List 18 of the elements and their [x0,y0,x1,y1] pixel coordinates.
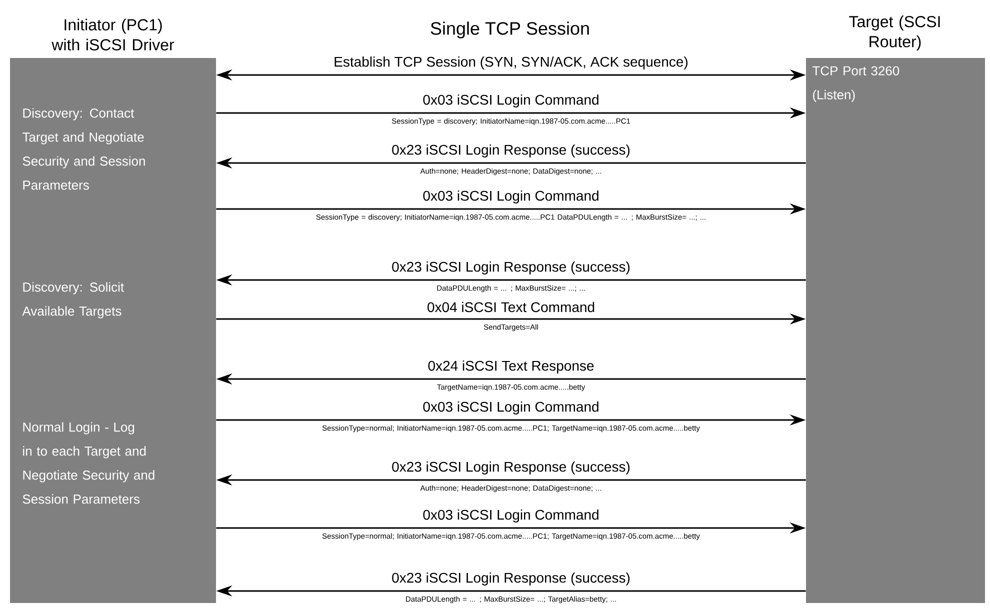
edge-label: 0x03 iSCSI Login Command [422,93,600,109]
edge-label: Establish TCP Session (SYN, SYN/ACK, ACK sequence) [332,55,690,71]
heading: Initiator (PC1) with iSCSI Driver [52,18,174,50]
edge-label: 0x24 iSCSI Text Response [426,359,596,375]
edge-label: 0x03 iSCSI Login Command [422,508,600,524]
phase-text: Discovery: Contact Target and Negotiate Security and Session Parameters [22,108,145,190]
phase-text: TCP Port 3260 (Listen) [812,66,900,102]
heading: Target (SCSI Router) [849,16,940,50]
edge-label: 0x03 iSCSI Login Command [422,189,600,205]
edge-label: 0x04 iSCSI Text Command [426,300,596,314]
edge-label: 0x23 iSCSI Login Response (success) [390,571,632,587]
phase-text: Normal Login - Log in to each Target and Negotiate Security and Session Parameters [22,422,154,504]
edge-label: 0x23 iSCSI Login Response (success) [390,143,632,159]
edge-label: 0x23 iSCSI Login Response (success) [390,260,632,276]
edge-label: 0x23 iSCSI Login Response (success) [390,460,632,476]
phase-text: Discovery: Solicit Available Targets [22,282,124,318]
diagram-title: Single TCP Session [430,22,589,38]
edge-label: 0x03 iSCSI Login Command [422,400,600,416]
